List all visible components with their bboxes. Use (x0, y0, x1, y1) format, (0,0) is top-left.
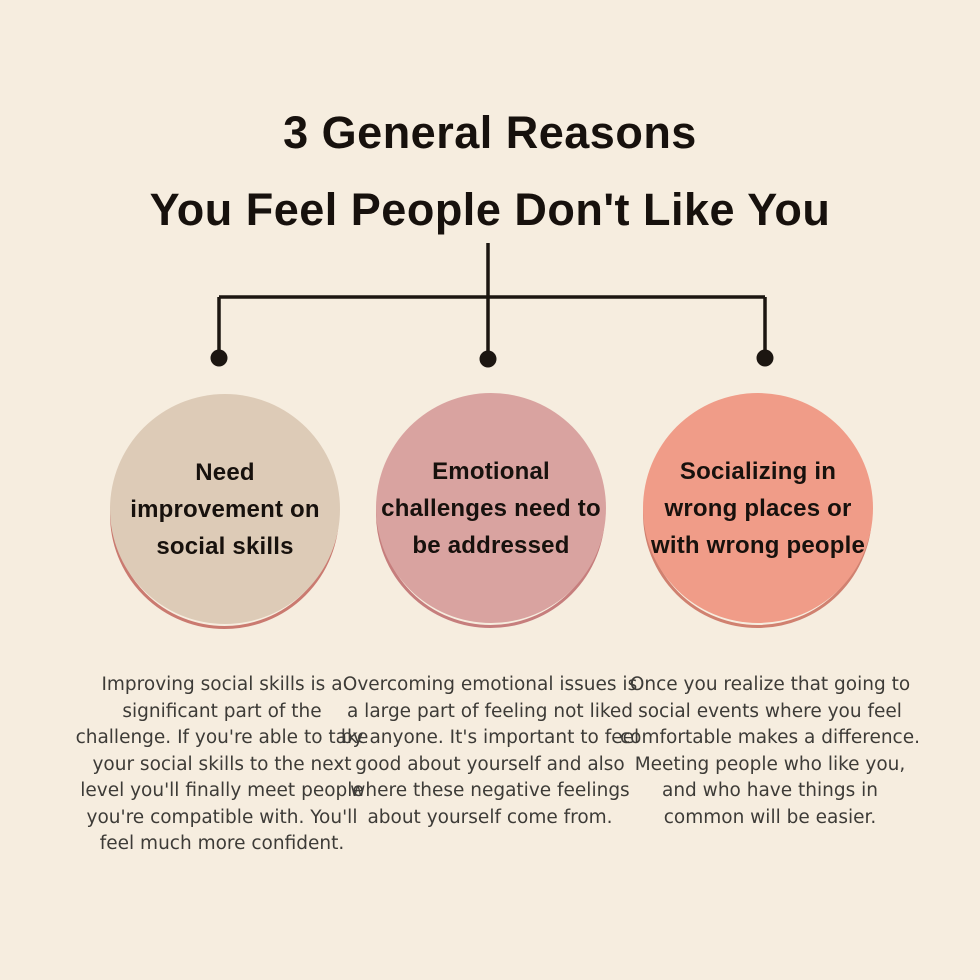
reason-3-label-line-1: Socializing in (679, 457, 837, 485)
connector-dot-center (479, 350, 497, 368)
reason-circle-3: Socializing in wrong places or with wron… (643, 393, 873, 633)
reason-1-label-line-1: Need (195, 458, 255, 486)
title-line-2: You Feel People Don't Like You (149, 184, 831, 235)
page-title: 3 General Reasons You Feel People Don't … (0, 94, 980, 248)
reason-3-label-line-3: with wrong people (650, 531, 866, 559)
reason-2-label-line-1: Emotional (432, 457, 550, 485)
reason-3-label: Socializing in wrong places or with wron… (643, 393, 873, 623)
reason-1-label: Need improvement on social skills (110, 394, 340, 624)
connector-dot-right (756, 349, 774, 367)
reason-2-label: Emotional challenges need to be addresse… (376, 393, 606, 623)
reason-3-description: Once you realize that going to social ev… (620, 674, 920, 828)
reason-2-description: Overcoming emotional issues is a large p… (340, 674, 640, 828)
reason-2-label-line-2: challenges need to (381, 494, 601, 522)
reason-1-label-line-3: social skills (156, 532, 294, 560)
reason-circle-1-fill (110, 394, 340, 624)
connector-dot-left (210, 349, 228, 367)
title-line-1: 3 General Reasons (283, 107, 697, 158)
reason-circle-2-fill (376, 393, 606, 623)
reason-1-label-line-2: improvement on (130, 495, 320, 523)
reason-circle-2: Emotional challenges need to be addresse… (376, 393, 606, 633)
reason-circle-3-fill (643, 393, 873, 623)
reason-circle-1: Need improvement on social skills (110, 394, 340, 634)
reason-3-label-line-2: wrong places or (664, 494, 852, 522)
reason-2-label-line-3: be addressed (412, 531, 570, 559)
reason-1-description: Improving social skills is a significant… (75, 674, 369, 854)
